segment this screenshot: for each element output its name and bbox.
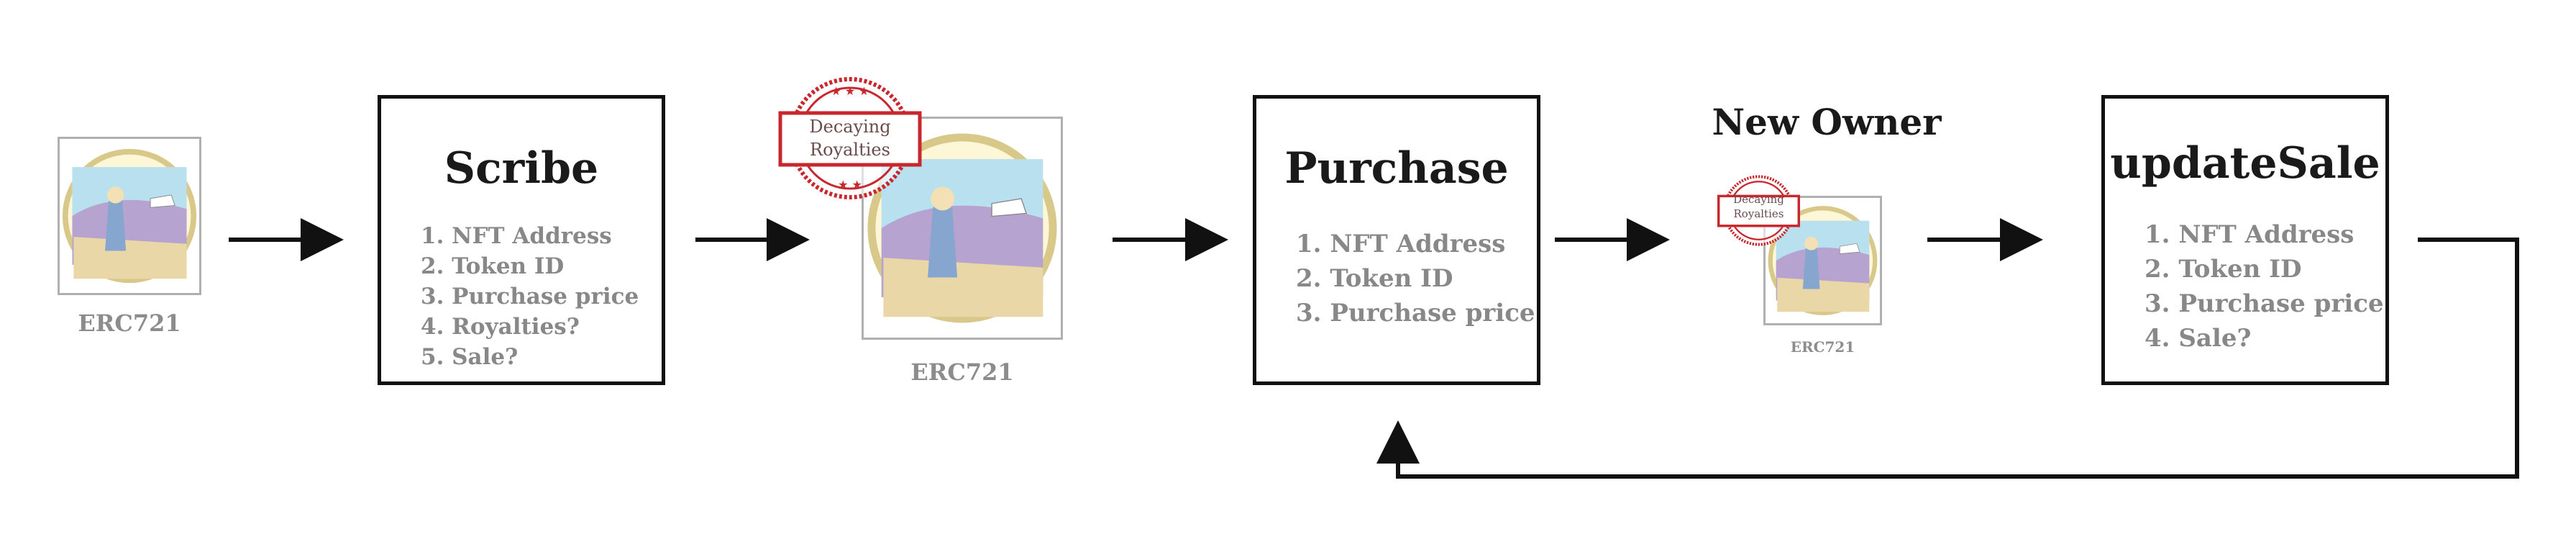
update-sale-title: updateSale xyxy=(2110,138,2380,189)
purchase-param: 3. Purchase price xyxy=(1296,299,1535,328)
stamp-text-line2: Royalties xyxy=(810,140,890,160)
purchase-title: Purchase xyxy=(1284,143,1509,194)
update-sale-param: 2. Token ID xyxy=(2145,255,2302,284)
scribe-params-list: 1. NFT Address 2. Token ID 3. Purchase p… xyxy=(421,221,639,372)
update-sale-param: 4. Sale? xyxy=(2145,324,2252,353)
update-sale-param: 3. Purchase price xyxy=(2145,289,2384,318)
svg-text:★ ★ ★: ★ ★ ★ xyxy=(831,84,869,98)
erc721-caption-1: ERC721 xyxy=(78,310,181,337)
nft-illustration-icon xyxy=(867,133,1057,323)
purchase-param: 1. NFT Address xyxy=(1296,230,1506,258)
decaying-royalties-stamp-icon xyxy=(1717,175,1800,246)
purchase-box: Purchase 1. NFT Address 2. Token ID 3. P… xyxy=(1253,95,1540,385)
scribe-param: 5. Sale? xyxy=(421,344,519,370)
nft-illustration-icon xyxy=(1768,206,1878,315)
decaying-royalties-stamp-icon: ★ ★ ★ ★ ★ xyxy=(778,77,922,199)
update-sale-params-list: 1. NFT Address 2. Token ID 3. Purchase p… xyxy=(2145,217,2384,356)
stamp-text-line1: Decaying xyxy=(809,117,891,137)
scribe-param: 3. Purchase price xyxy=(421,284,639,310)
update-sale-param: 1. NFT Address xyxy=(2145,220,2355,249)
purchase-params-list: 1. NFT Address 2. Token ID 3. Purchase p… xyxy=(1296,227,1535,330)
scribe-box: Scribe 1. NFT Address 2. Token ID 3. Pur… xyxy=(378,95,665,385)
svg-text:★ ★: ★ ★ xyxy=(838,178,862,191)
stamp-text-line1: Decaying xyxy=(1733,193,1784,206)
arrow-update-sale-to-purchase xyxy=(1376,238,2519,479)
scribe-param: 1. NFT Address xyxy=(421,223,612,249)
erc721-caption-2: ERC721 xyxy=(910,358,1014,386)
scribe-param: 2. Token ID xyxy=(421,253,565,279)
scribe-title: Scribe xyxy=(444,143,599,194)
scribe-param: 4. Royalties? xyxy=(421,314,580,340)
stamp-text-line2: Royalties xyxy=(1733,207,1784,220)
new-owner-heading: New Owner xyxy=(1712,101,1942,143)
erc721-image-1 xyxy=(58,137,201,295)
erc721-image-3 xyxy=(1763,196,1882,325)
nft-illustration-icon xyxy=(62,148,197,284)
purchase-param: 2. Token ID xyxy=(1296,264,1453,293)
update-sale-box: updateSale 1. NFT Address 2. Token ID 3.… xyxy=(2101,95,2389,385)
erc721-caption-3: ERC721 xyxy=(1790,338,1855,356)
